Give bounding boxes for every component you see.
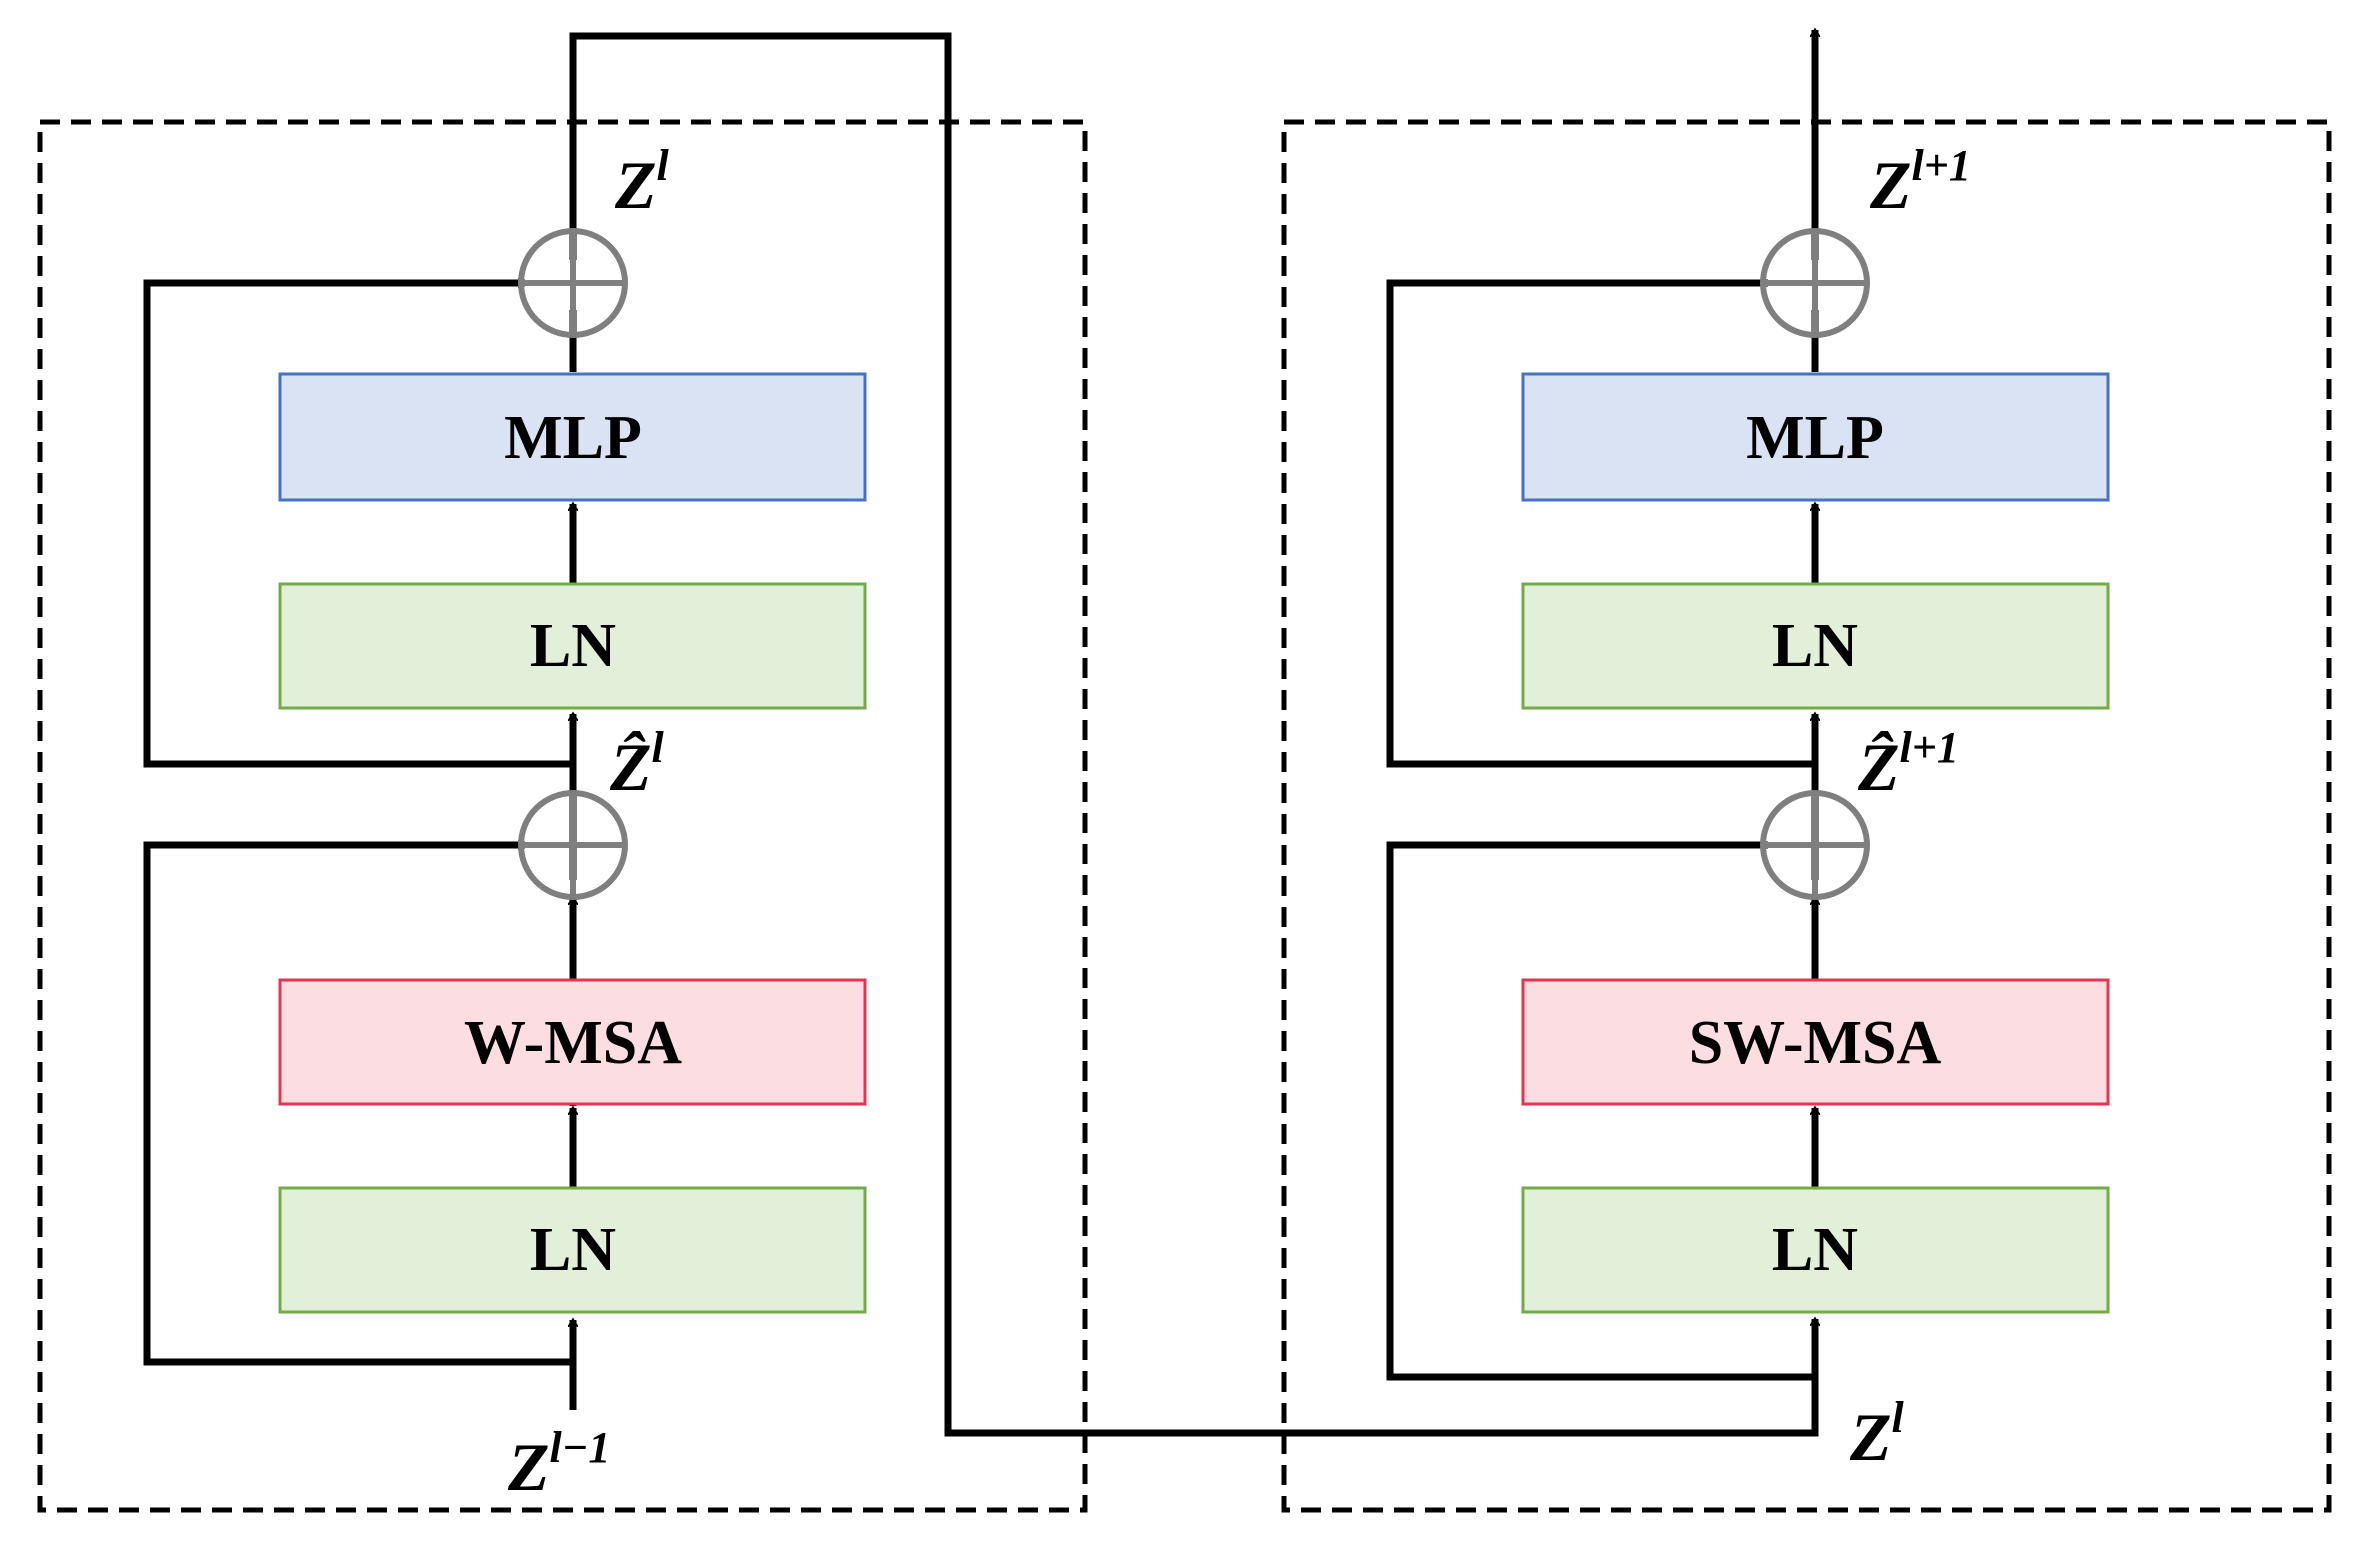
ln-label: LN xyxy=(530,612,616,680)
mlp-label: MLP xyxy=(504,404,642,472)
sw-msa-label: SW-MSA xyxy=(1689,1009,1942,1077)
block-1-mlp-box: MLP xyxy=(278,372,867,502)
ln-label: LN xyxy=(1772,1216,1858,1284)
block-1-ln-top-box: LN xyxy=(278,582,867,710)
block-1-attention-box: W-MSA xyxy=(278,978,867,1106)
block-2-mid-label: Ẑl+1 xyxy=(1857,723,1959,805)
sum-node xyxy=(1760,790,1870,900)
block-2-input-label: Zl xyxy=(1849,1393,1905,1475)
block-2-ln-top-box: LN xyxy=(1521,582,2110,710)
block-1-output-label: Zl xyxy=(614,141,670,223)
sum-node xyxy=(1760,228,1870,338)
block-2-attention-box: SW-MSA xyxy=(1521,978,2110,1106)
block-1-ln-bottom-box: LN xyxy=(278,1186,867,1314)
w-msa-label: W-MSA xyxy=(464,1009,682,1077)
ln-label: LN xyxy=(530,1216,616,1284)
block-2-frame xyxy=(1281,119,2332,1513)
mlp-label: MLP xyxy=(1746,404,1884,472)
sum-node xyxy=(518,228,628,338)
block-2-output-label: Zl+1 xyxy=(1869,141,1971,223)
skip-connection-2 xyxy=(143,283,573,768)
block-1-output-path xyxy=(569,32,1815,1437)
ln-label: LN xyxy=(1772,612,1858,680)
sum-node xyxy=(518,790,628,900)
skip-connection-2 xyxy=(1386,283,1815,768)
block-1-input-label: Zl−1 xyxy=(507,1423,610,1505)
skip-connection-1 xyxy=(1386,845,1815,1381)
block-2-ln-bottom-box: LN xyxy=(1521,1186,2110,1314)
skip-connection-1 xyxy=(143,845,573,1366)
block-1-frame xyxy=(37,119,1088,1513)
block-2-mlp-box: MLP xyxy=(1521,372,2110,502)
block-1-mid-label: Ẑl xyxy=(609,723,665,805)
